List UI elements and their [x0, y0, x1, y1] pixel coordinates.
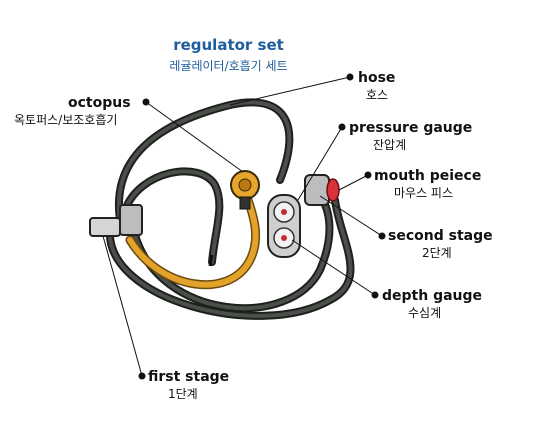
gauge-console: [267, 194, 301, 258]
black-hoses: [105, 98, 355, 320]
label-first-stage-ko: 1단계: [168, 387, 198, 401]
label-mouth-piece-en: mouth peiece: [374, 168, 482, 184]
first-stage: [89, 204, 214, 267]
label-second-stage-ko: 2단계: [422, 246, 452, 260]
label-depth-gauge: depth gauge 수심계: [382, 288, 482, 321]
title-korean: 레귤레이터/호흡기 세트: [169, 59, 288, 73]
label-mouth-piece-ko: 마우스 피스: [394, 186, 454, 200]
octopus-regulator: [230, 170, 260, 210]
label-pressure-gauge-en: pressure gauge: [349, 120, 473, 136]
label-octopus: octopus 옥토퍼스/보조호흡기: [14, 95, 131, 128]
label-second-stage-en: second stage: [388, 228, 493, 244]
label-mouth-piece: mouth peiece 마우스 피스: [374, 168, 481, 201]
label-pressure-gauge: pressure gauge 잔압계: [349, 120, 472, 153]
label-depth-gauge-ko: 수심계: [408, 306, 442, 320]
label-octopus-en: octopus: [68, 95, 131, 111]
label-depth-gauge-en: depth gauge: [382, 288, 483, 304]
label-octopus-ko: 옥토퍼스/보조호흡기: [14, 113, 118, 127]
leader-lines: [102, 73, 386, 380]
label-hose: hose 호스: [358, 70, 395, 103]
yellow-hose: [125, 195, 261, 290]
title-english: regulator set: [173, 36, 284, 54]
label-pressure-gauge-ko: 잔압계: [373, 138, 407, 152]
label-first-stage: first stage 1단계: [148, 369, 229, 402]
label-hose-en: hose: [358, 70, 396, 86]
label-second-stage: second stage 2단계: [388, 228, 493, 261]
label-hose-ko: 호스: [366, 88, 389, 102]
label-first-stage-en: first stage: [148, 369, 230, 385]
